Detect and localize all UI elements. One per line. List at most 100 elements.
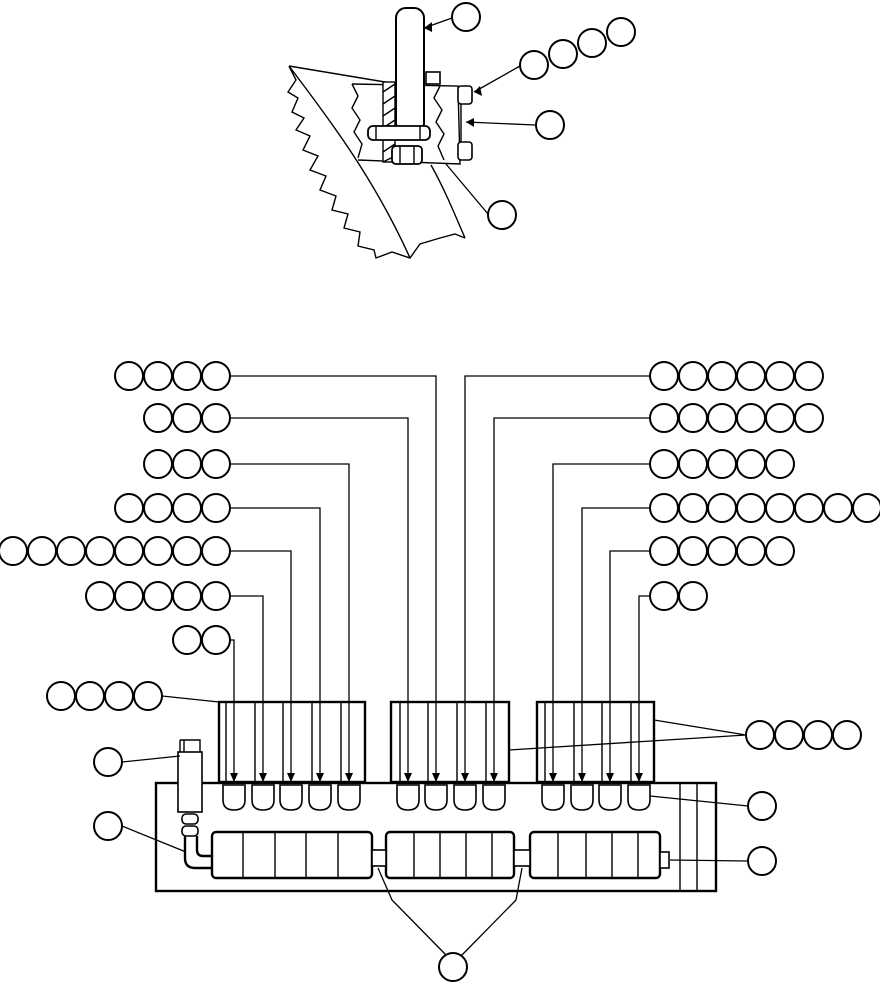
line-right-5-bubble-2 bbox=[678, 536, 708, 566]
inlet-elbow bbox=[183, 836, 212, 870]
line-left-5-leader bbox=[230, 550, 292, 782]
fitting-cap-10 bbox=[541, 784, 565, 811]
line-right-1-bubble-2 bbox=[678, 361, 708, 391]
cover-right-bubble-1 bbox=[745, 720, 775, 750]
line-right-1-bubble-3 bbox=[707, 361, 737, 391]
line-left-6-leader bbox=[230, 595, 264, 782]
line-left-4-leader bbox=[230, 507, 321, 782]
mount-plate-bubble-1 bbox=[535, 110, 565, 140]
clamp-bolt bbox=[367, 125, 431, 141]
line-left-1-bubble-1 bbox=[114, 361, 144, 391]
mount-bolts-bubble-2 bbox=[548, 39, 578, 69]
block-left bbox=[210, 830, 374, 880]
block-cover-bubble-2 bbox=[75, 681, 105, 711]
line-left-1-bubble-2 bbox=[143, 361, 173, 391]
line-left-5-bubble-3 bbox=[56, 536, 86, 566]
line-right-1-bubble-4 bbox=[736, 361, 766, 391]
flange-bolt-bottom bbox=[457, 141, 473, 161]
line-left-4-bubble-3 bbox=[172, 493, 202, 523]
line-right-3-bubble-1 bbox=[649, 449, 679, 479]
mount-bolts-bubble-4 bbox=[606, 17, 636, 47]
cover-right bbox=[535, 700, 656, 784]
pressure-line-leader bbox=[121, 755, 181, 763]
fitting-cap-12 bbox=[598, 784, 622, 811]
connector-2 bbox=[513, 849, 531, 867]
line-left-2-bubble-1 bbox=[143, 403, 173, 433]
section-break-left bbox=[351, 83, 363, 159]
line-left-3-bubble-2 bbox=[172, 449, 202, 479]
line-right-2-bubble-2 bbox=[678, 403, 708, 433]
fitting-cap-6 bbox=[396, 784, 420, 811]
line-left-1-bubble-3 bbox=[172, 361, 202, 391]
fitting-cap-9 bbox=[482, 784, 506, 811]
end-plug-leader bbox=[669, 859, 749, 862]
line-left-6-bubble-3 bbox=[143, 581, 173, 611]
line-right-4-bubble-1 bbox=[649, 493, 679, 523]
line-right-6-bubble-1 bbox=[649, 581, 679, 611]
pressure-line-bubble-1 bbox=[93, 747, 123, 777]
line-right-1-bubble-5 bbox=[765, 361, 795, 391]
leader-lines bbox=[121, 375, 749, 957]
fitting-cap-3 bbox=[279, 784, 303, 811]
line-right-3-leader bbox=[552, 463, 650, 782]
line-right-4-bubble-7 bbox=[823, 493, 853, 523]
line-left-5-bubble-8 bbox=[201, 536, 231, 566]
line-right-4-bubble-8 bbox=[852, 493, 880, 523]
fitting-cap-1 bbox=[222, 784, 246, 811]
fitting-cap-2 bbox=[251, 784, 275, 811]
line-left-7-bubble-2 bbox=[201, 625, 231, 655]
line-left-3-bubble-1 bbox=[143, 449, 173, 479]
fitting-cap-5 bbox=[337, 784, 361, 811]
line-left-3-bubble-3 bbox=[201, 449, 231, 479]
connector-1 bbox=[371, 849, 387, 867]
line-left-1-leader bbox=[230, 375, 437, 782]
rod-side-fitting bbox=[425, 71, 441, 85]
line-left-7-leader bbox=[230, 639, 235, 782]
line-right-3-bubble-3 bbox=[707, 449, 737, 479]
fitting-caps-bubble-1 bbox=[747, 791, 777, 821]
pressure-line bbox=[177, 751, 203, 813]
line-left-2-leader bbox=[230, 417, 409, 782]
line-right-6-leader bbox=[638, 595, 650, 782]
cover-right-leader bbox=[508, 719, 747, 751]
block-right bbox=[528, 830, 662, 880]
base-bracket-bubble-1 bbox=[487, 200, 517, 230]
pump-rod-bubble-1 bbox=[451, 2, 481, 32]
cover-middle bbox=[389, 700, 511, 784]
end-plug bbox=[659, 851, 670, 869]
line-right-2-leader bbox=[493, 417, 650, 782]
end-plug-bubble-1 bbox=[747, 846, 777, 876]
fitting-caps-leader bbox=[649, 795, 749, 807]
fitting-caps bbox=[222, 784, 651, 811]
line-right-1-leader bbox=[464, 375, 650, 782]
break-edge-outer bbox=[287, 65, 466, 259]
fender-top-edge bbox=[288, 65, 386, 83]
line-left-4-bubble-2 bbox=[143, 493, 173, 523]
block-cover-bubble-3 bbox=[104, 681, 134, 711]
inlet-elbow-inner bbox=[195, 836, 212, 858]
line-left-5-bubble-1 bbox=[0, 536, 28, 566]
line-right-4-leader bbox=[581, 507, 650, 782]
block-connectors-bubble-1 bbox=[438, 952, 468, 982]
fitting-cap-8 bbox=[453, 784, 477, 811]
line-left-5-bubble-6 bbox=[143, 536, 173, 566]
line-left-4-bubble-4 bbox=[201, 493, 231, 523]
line-left-6-bubble-2 bbox=[114, 581, 144, 611]
line-right-4-bubble-4 bbox=[736, 493, 766, 523]
line-right-4-bubble-3 bbox=[707, 493, 737, 523]
cover-left bbox=[217, 700, 367, 784]
line-right-3-bubble-4 bbox=[736, 449, 766, 479]
block-cover-bubble-4 bbox=[133, 681, 163, 711]
rod-nut bbox=[391, 145, 423, 165]
block-cover-bubble-1 bbox=[46, 681, 76, 711]
line-right-5-leader bbox=[609, 550, 650, 782]
fitting-cap-11 bbox=[570, 784, 594, 811]
line-right-6-bubble-2 bbox=[678, 581, 708, 611]
line-right-4-bubble-5 bbox=[765, 493, 795, 523]
line-left-5-bubble-4 bbox=[85, 536, 115, 566]
mount-bolts-bubble-1 bbox=[519, 50, 549, 80]
line-right-2-bubble-3 bbox=[707, 403, 737, 433]
line-right-1-bubble-1 bbox=[649, 361, 679, 391]
